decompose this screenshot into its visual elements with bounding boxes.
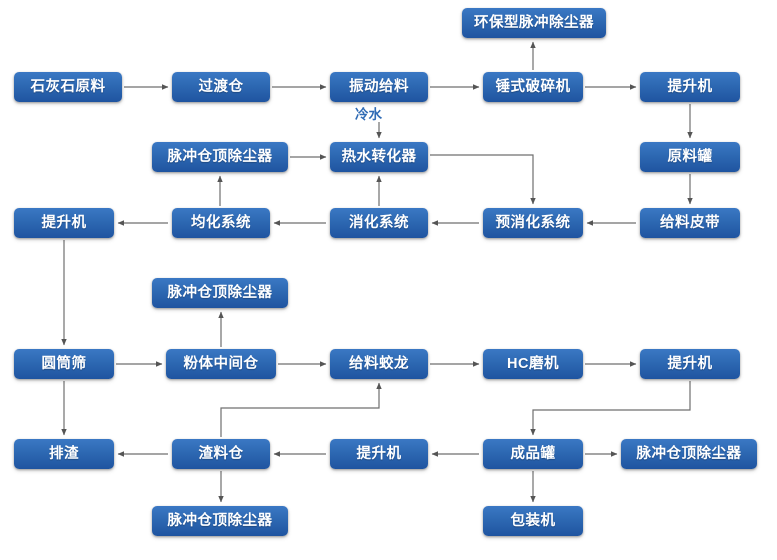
node-finished-product-tank[interactable]: 成品罐 [483,439,583,469]
node-limestone-raw-material[interactable]: 石灰石原料 [14,72,122,102]
node-slag-discharge[interactable]: 排渣 [14,439,114,469]
node-pre-digestion-system[interactable]: 预消化系统 [483,208,583,238]
edge-elevator3-to-finished [530,381,691,436]
node-transition-bin[interactable]: 过渡仓 [172,72,270,102]
node-packing-machine[interactable]: 包装机 [483,506,583,536]
node-powder-intermediate-bin[interactable]: 粉体中间仓 [166,349,276,379]
node-hammer-crusher[interactable]: 锤式破碎机 [483,72,583,102]
node-pulse-bin-top-dust-collector-1[interactable]: 脉冲仓顶除尘器 [152,142,288,172]
edge-slagbin-to-screw [220,382,382,437]
node-hot-water-converter[interactable]: 热水转化器 [330,142,428,172]
node-drum-screen[interactable]: 圆筒筛 [14,349,114,379]
node-pulse-bin-top-dust-collector-3[interactable]: 脉冲仓顶除尘器 [621,439,757,469]
node-env-pulse-dust-collector[interactable]: 环保型脉冲除尘器 [462,8,606,38]
node-slag-bin[interactable]: 渣料仓 [172,439,270,469]
caption-cold-water: 冷水 [355,107,382,122]
node-homogenizing-system[interactable]: 均化系统 [172,208,270,238]
node-feeding-belt[interactable]: 给料皮带 [640,208,740,238]
node-elevator-4[interactable]: 提升机 [330,439,428,469]
edge-hotwater-to-predigestion [430,154,536,205]
node-pulse-bin-top-dust-collector-2[interactable]: 脉冲仓顶除尘器 [152,278,288,308]
node-feeding-screw-conveyor[interactable]: 给料蛟龙 [330,349,428,379]
node-elevator-3[interactable]: 提升机 [640,349,740,379]
node-elevator-1[interactable]: 提升机 [640,72,740,102]
node-vibrating-feeder[interactable]: 振动给料 [330,72,428,102]
node-digestion-system[interactable]: 消化系统 [330,208,428,238]
node-hc-mill[interactable]: HC磨机 [483,349,583,379]
node-elevator-2[interactable]: 提升机 [14,208,114,238]
node-raw-material-tank[interactable]: 原料罐 [640,142,740,172]
node-pulse-bin-top-dust-collector-4[interactable]: 脉冲仓顶除尘器 [152,506,288,536]
